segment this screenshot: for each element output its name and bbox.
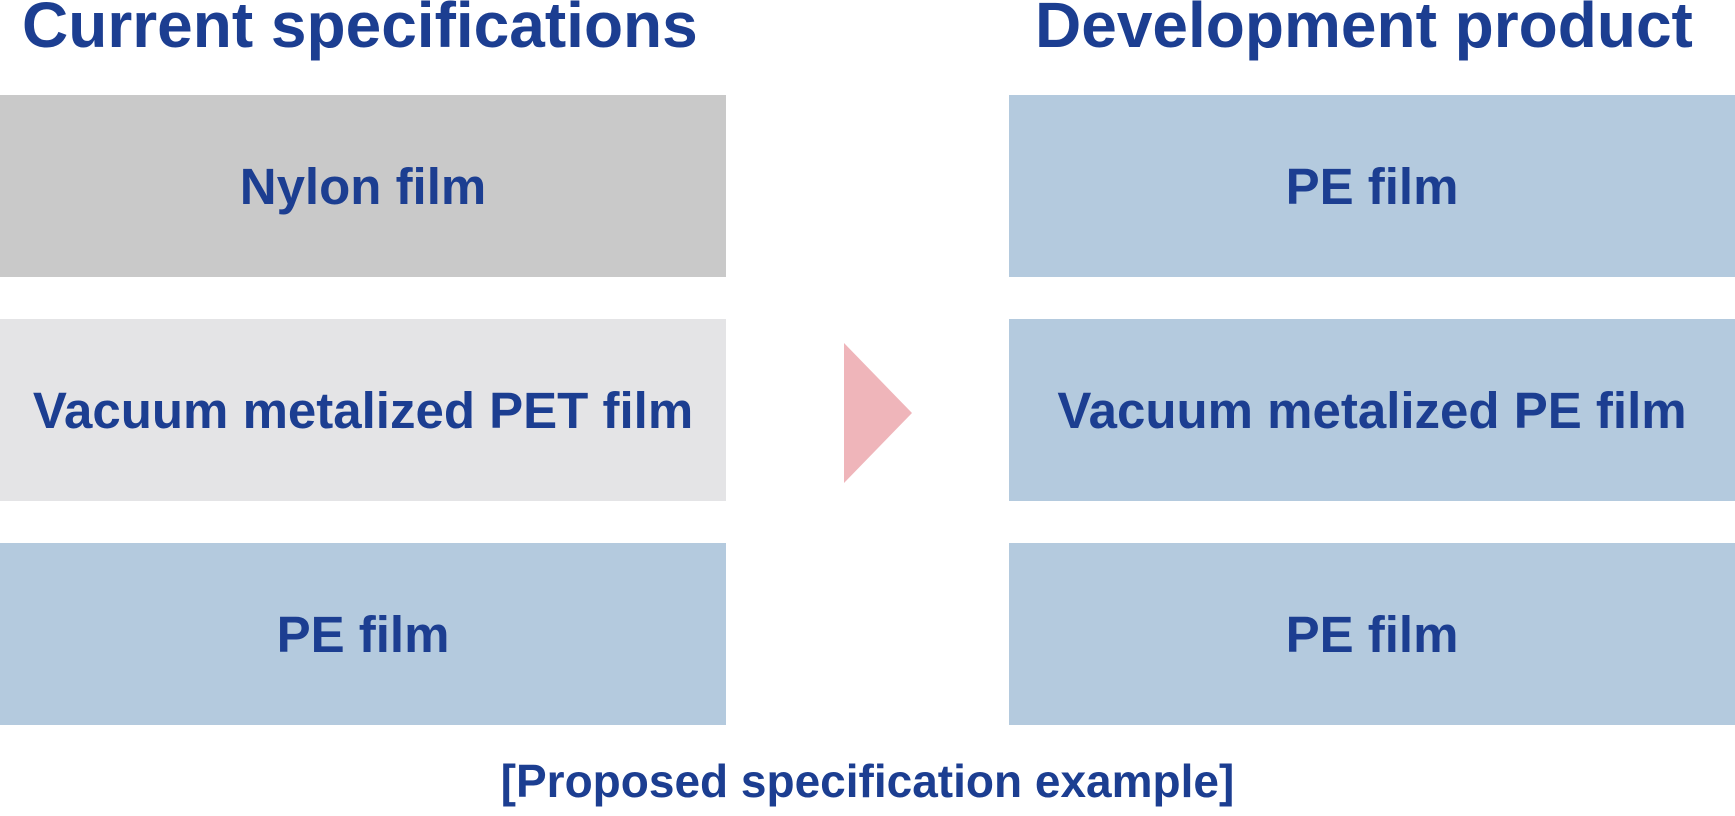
layer-label-pe-film-current: PE film [276, 605, 450, 663]
layer-vacuum-metalized-pe-film: Vacuum metalized PE film [1009, 319, 1735, 501]
development-product-column: Development product PE film Vacuum metal… [1009, 0, 1735, 740]
layer-label-nylon-film: Nylon film [239, 157, 487, 215]
current-specifications-column: Current specifications Nylon film Vacuum… [0, 0, 726, 740]
layer-label-vacuum-metalized-pe-film: Vacuum metalized PE film [1057, 381, 1687, 439]
layer-nylon-film: Nylon film [0, 95, 726, 277]
proposed-specification-caption: [Proposed specification example] [500, 755, 1235, 807]
layer-pe-film-top: PE film [1009, 95, 1735, 277]
layer-label-pe-film-top: PE film [1285, 157, 1459, 215]
layer-vacuum-metalized-pet-film: Vacuum metalized PET film [0, 319, 726, 501]
development-product-title: Development product [1035, 0, 1693, 61]
right-arrow-icon [844, 343, 912, 483]
layer-pe-film-current: PE film [0, 543, 726, 725]
layer-label-vacuum-metalized-pet-film: Vacuum metalized PET film [32, 381, 694, 439]
current-specifications-title: Current specifications [22, 0, 698, 61]
layer-pe-film-bottom: PE film [1009, 543, 1735, 725]
layer-label-pe-film-bottom: PE film [1285, 605, 1459, 663]
